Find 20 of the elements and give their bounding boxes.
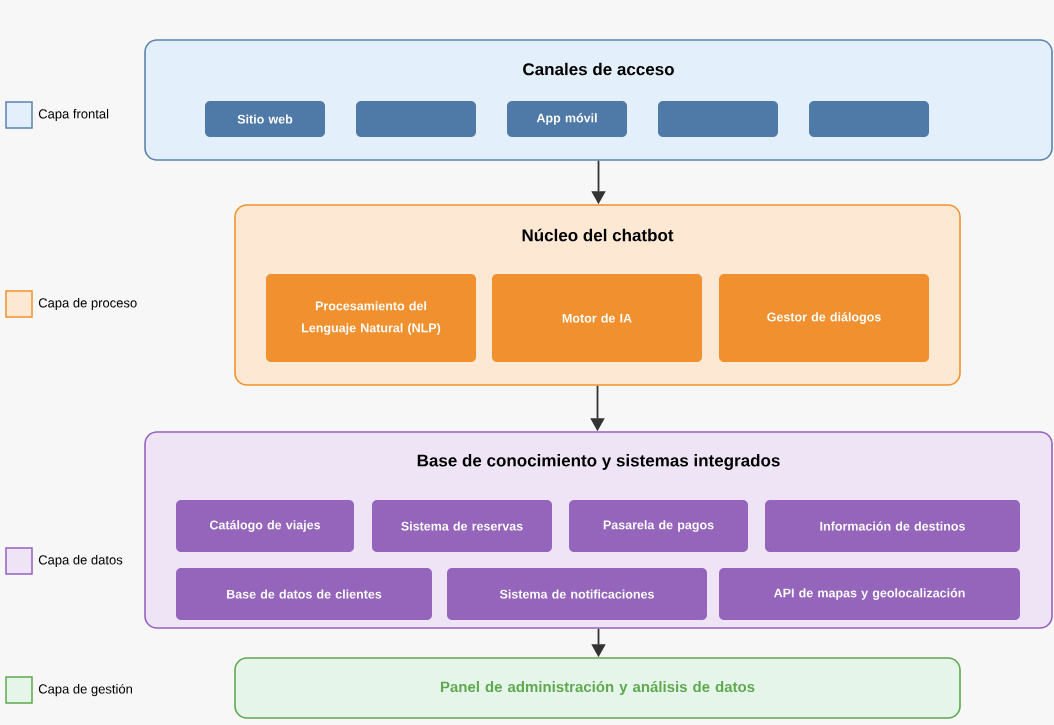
component-box: Sistema de notificaciones <box>447 568 707 620</box>
component-box <box>809 101 929 137</box>
component-box: App móvil <box>507 101 627 137</box>
component-box: Procesamiento del Lenguaje Natural (NLP) <box>266 274 476 362</box>
component-box <box>356 101 476 137</box>
component-box: Pasarela de pagos <box>569 500 748 552</box>
legend-label: Capa de gestión <box>38 683 132 697</box>
component-box: API de mapas y geolocalización <box>719 568 1020 620</box>
component-box: Información de destinos <box>765 500 1020 552</box>
component-box: Gestor de diálogos <box>719 274 929 362</box>
component-box: Motor de IA <box>492 274 702 362</box>
component-box: Sitio web <box>205 101 325 137</box>
legend-label: Capa de datos <box>38 554 123 568</box>
layer-panel: Panel de administración y análisis de datos <box>234 657 961 719</box>
legend-label: Capa de proceso <box>38 297 137 311</box>
component-box: Base de datos de clientes <box>176 568 432 620</box>
component-box: Catálogo de viajes <box>176 500 354 552</box>
legend-label: Capa frontal <box>38 108 109 122</box>
component-box <box>658 101 778 137</box>
component-box: Sistema de reservas <box>372 500 552 552</box>
